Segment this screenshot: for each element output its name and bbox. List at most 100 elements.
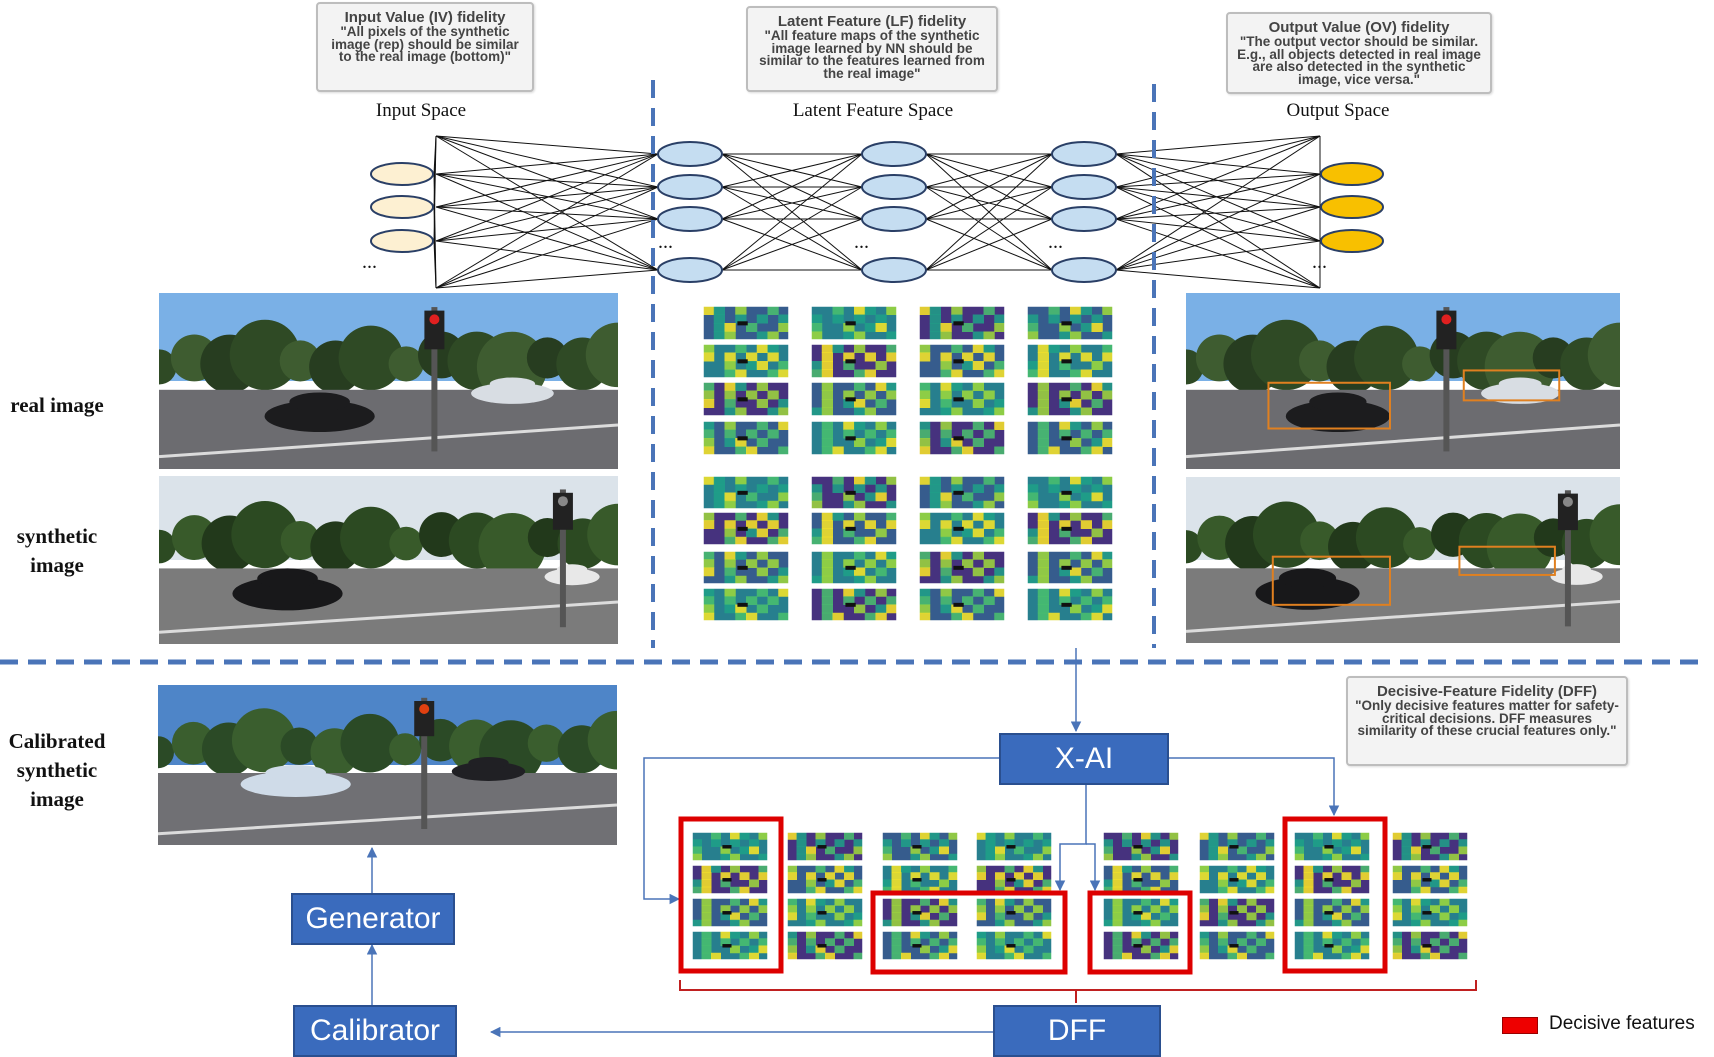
feature-map-cell	[983, 512, 995, 521]
feature-map-cell	[983, 520, 995, 529]
feature-map-cell	[972, 588, 984, 597]
feature-map-cell	[1169, 905, 1180, 913]
feature-map-cell	[821, 399, 833, 408]
feature-map-cell	[1246, 879, 1257, 888]
feature-map-cell	[854, 331, 866, 341]
feature-map-cell	[724, 352, 736, 362]
feature-map-cell	[778, 484, 790, 493]
feature-map-cell	[749, 879, 759, 888]
feature-map-cell	[821, 369, 833, 379]
feature-map-cell	[995, 945, 1005, 954]
feature-map-cell	[756, 551, 768, 560]
feature-map-cell	[767, 476, 779, 485]
feature-map-cell	[778, 446, 790, 456]
feature-map-border	[810, 475, 898, 510]
feature-map-cell	[1059, 596, 1071, 605]
feature-map-cell	[1449, 905, 1459, 913]
dff-feature-map	[1102, 930, 1180, 961]
feature-map-border	[702, 343, 790, 379]
feature-map-border	[810, 305, 898, 341]
feature-map-cell	[1091, 551, 1103, 560]
latent-feature-map-real	[702, 381, 790, 417]
feature-map-cell	[886, 344, 898, 353]
feature-map-cell	[749, 952, 759, 961]
feature-map-cell	[994, 536, 1006, 546]
feature-map-cell	[756, 604, 768, 614]
feature-map-cell	[825, 905, 835, 913]
feature-map-cell	[854, 407, 866, 417]
feature-map-cell	[1392, 912, 1402, 921]
feature-map-spot	[737, 359, 748, 364]
car	[471, 382, 554, 404]
feature-map-cell	[1102, 596, 1114, 605]
input-latent-line	[435, 153, 659, 242]
feature-map-cell	[1199, 832, 1209, 840]
feature-map-cell	[1237, 846, 1247, 855]
feature-map-cell	[1332, 886, 1342, 895]
feature-map-cell	[1351, 952, 1361, 961]
feature-map-cell	[843, 520, 855, 529]
feature-map-cell	[1449, 886, 1459, 895]
output-space-label: Output Space	[1286, 100, 1390, 121]
feature-map-cell	[1303, 938, 1314, 946]
feature-map-cell	[1102, 520, 1114, 529]
feature-map-cell	[1265, 912, 1276, 921]
feature-map-cell	[995, 905, 1005, 913]
feature-map-cell	[1360, 938, 1371, 946]
feature-map-cell	[806, 879, 816, 888]
feature-map-cell	[821, 612, 833, 622]
detection-box	[1462, 369, 1561, 402]
feature-map-cell	[1070, 382, 1082, 391]
feature-map-cell	[746, 520, 758, 529]
latent-feature-map-synthetic	[918, 475, 1006, 510]
feature-map-spot	[1133, 911, 1143, 915]
feature-map-cell	[720, 846, 731, 855]
synthetic-input-image	[159, 476, 618, 644]
feature-map-cell	[1294, 886, 1304, 895]
feature-map-cell	[1042, 919, 1053, 928]
input-node	[370, 229, 434, 253]
feature-map-cell	[875, 567, 887, 577]
latent-feature-map-synthetic	[810, 587, 898, 622]
feature-map-cell	[1208, 832, 1219, 840]
photo-layer	[158, 293, 1620, 845]
feature-map-cell	[1037, 575, 1049, 585]
feature-map-cell	[864, 559, 876, 568]
feature-map-cell	[1237, 905, 1247, 913]
feature-map-cell	[832, 344, 844, 353]
feature-map-cell	[703, 596, 715, 605]
dff-feature-map	[975, 864, 1053, 895]
network-connections	[433, 135, 1321, 289]
feature-map-cell	[832, 612, 844, 622]
feature-map-cell	[843, 559, 855, 568]
feature-map-cell	[995, 872, 1005, 880]
feature-map-cell	[948, 945, 959, 954]
feature-map-cell	[1131, 853, 1142, 862]
feature-map-cell	[920, 945, 930, 954]
feature-map-cell	[1059, 492, 1071, 502]
feature-map-cell	[756, 331, 768, 341]
latent-feature-map-real	[810, 343, 898, 379]
feature-map-cell	[939, 912, 949, 921]
feature-map-cell	[1411, 886, 1421, 895]
feature-map-cell	[985, 839, 996, 847]
feature-map-cell	[1458, 919, 1469, 928]
car-roof	[468, 757, 509, 769]
feature-map-cell	[739, 872, 750, 880]
feature-map-cell	[1023, 865, 1034, 873]
dff-feature-map	[1198, 831, 1276, 862]
feature-map-cell	[940, 369, 952, 379]
dff-feature-map	[1102, 864, 1180, 895]
feature-map-cell	[1332, 898, 1342, 906]
latent-node	[1051, 174, 1117, 200]
feature-map-cell	[1303, 898, 1314, 906]
latent-output-line	[1115, 218, 1321, 289]
feature-map-cell	[1294, 853, 1304, 862]
feature-map-cell	[832, 512, 844, 521]
generator-block: Generator	[291, 893, 455, 945]
feature-map-cell	[929, 952, 940, 961]
input-latent-line	[435, 135, 659, 220]
feature-map-cell	[843, 429, 855, 439]
latent-output-line	[1115, 269, 1321, 289]
feature-map-cell	[730, 865, 740, 873]
